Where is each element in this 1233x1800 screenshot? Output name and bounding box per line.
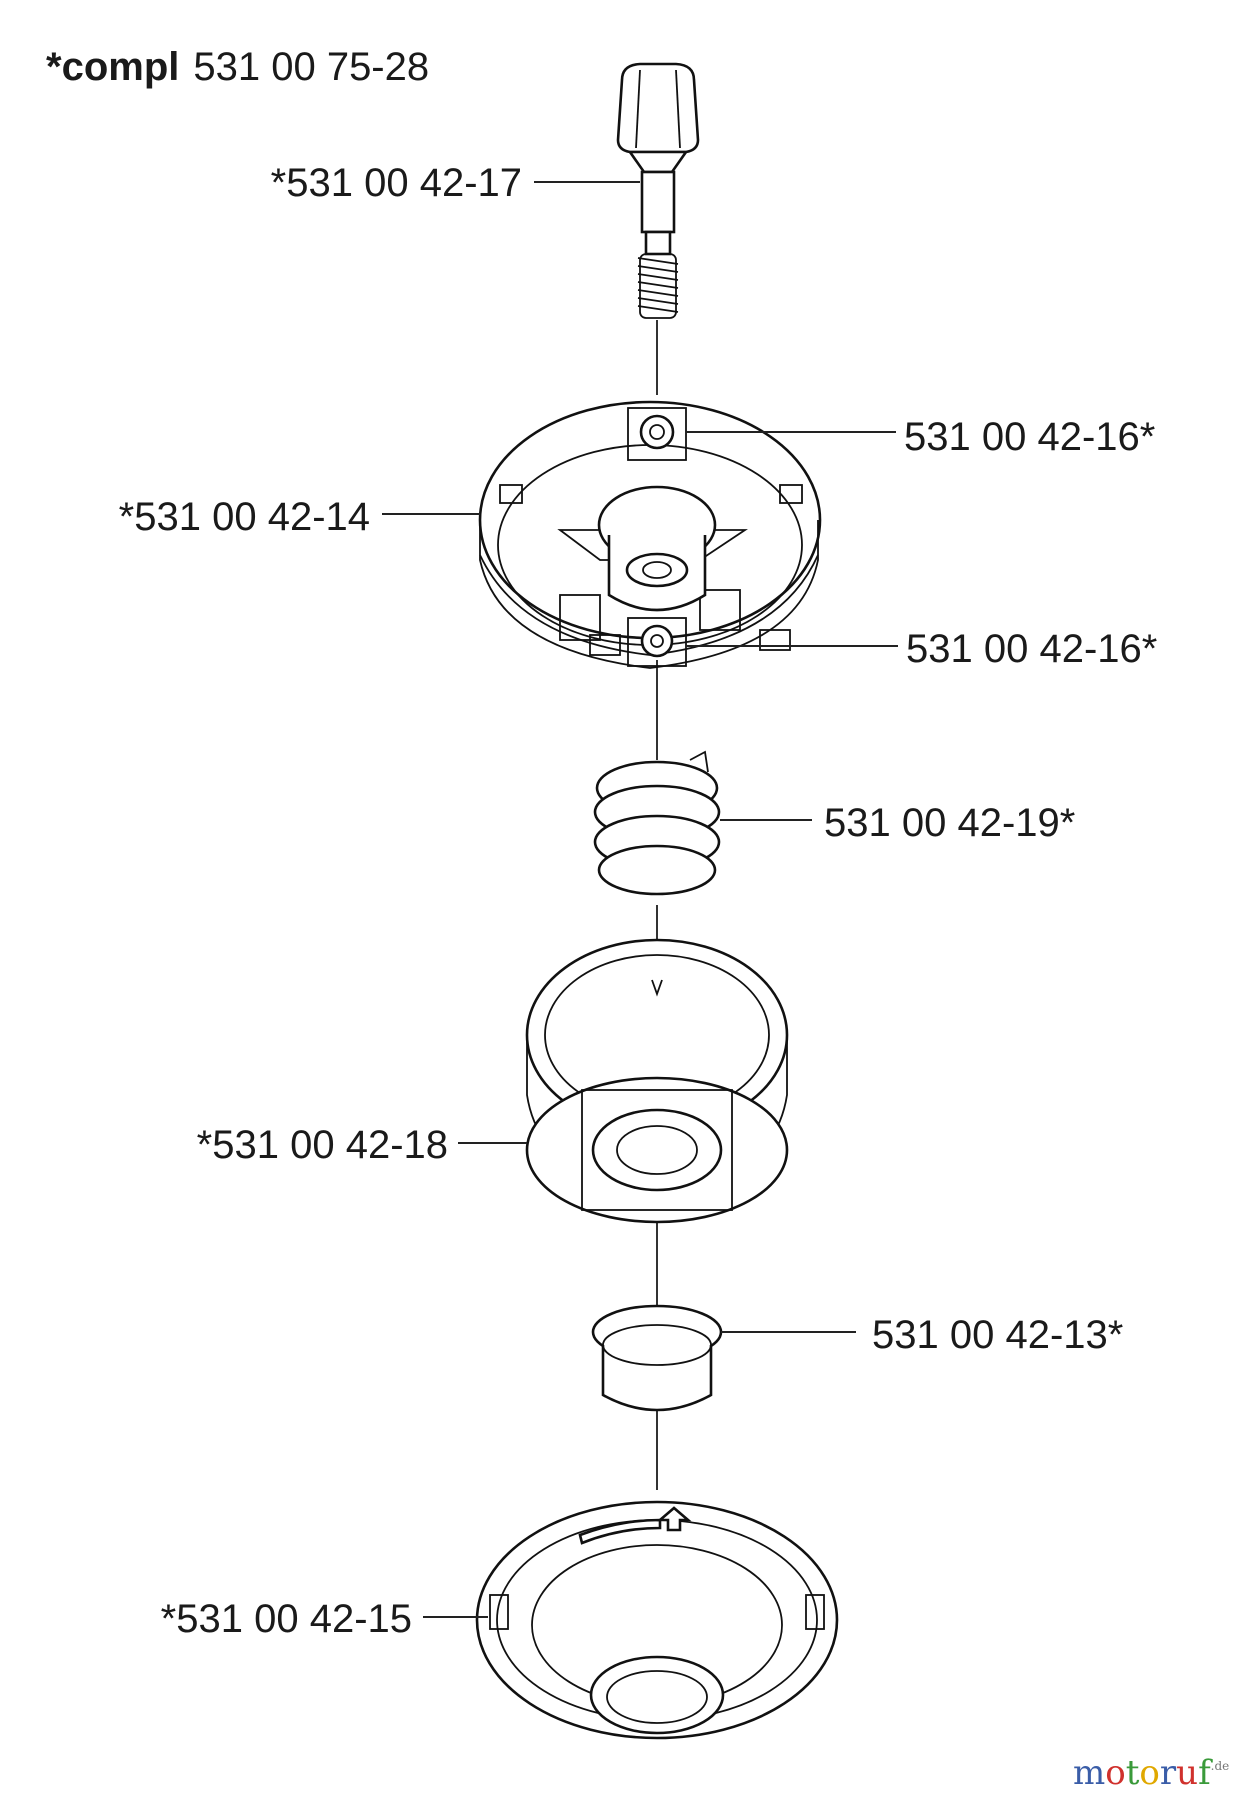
part-label-p14: *531 00 42-14 (119, 495, 370, 539)
watermark-letter: m (1073, 1753, 1105, 1793)
part-label-p17: *531 00 42-17 (271, 161, 522, 205)
watermark-logo: motoruf.de (1073, 1753, 1229, 1793)
leader-lines (382, 181, 898, 1618)
assembly-title-prefix: *compl (46, 45, 179, 89)
part-label-p19: 531 00 42-19* (824, 801, 1075, 845)
watermark-letter: o (1139, 1753, 1159, 1793)
part-label-p18: *531 00 42-18 (197, 1123, 448, 1167)
watermark-letter: f (1198, 1753, 1213, 1793)
assembly-title-number: 531 00 75-28 (193, 45, 429, 89)
part-cover-15 (475, 1500, 839, 1740)
part-label-p15: *531 00 42-15 (161, 1597, 412, 1641)
part-spool-18 (525, 938, 789, 1224)
svg-text:motoruf.de: motoruf.de (1073, 1753, 1229, 1793)
part-label-p13: 531 00 42-13* (872, 1313, 1123, 1357)
part-bushing-13 (591, 1304, 723, 1412)
watermark-suffix: .de (1211, 1759, 1230, 1773)
part-label-p16-top: 531 00 42-16* (904, 415, 1155, 459)
part-bolt-17 (616, 62, 700, 319)
assembly-title: *compl 531 00 75-28 (46, 45, 429, 89)
watermark-letter: u (1176, 1753, 1198, 1793)
part-label-p16-bottom: 531 00 42-16* (906, 627, 1157, 671)
watermark-letter: r (1160, 1753, 1177, 1793)
part-housing-14 (478, 400, 822, 669)
watermark-letter: o (1105, 1753, 1125, 1793)
part-spring-19 (593, 750, 721, 896)
watermark-letter: t (1126, 1753, 1140, 1793)
